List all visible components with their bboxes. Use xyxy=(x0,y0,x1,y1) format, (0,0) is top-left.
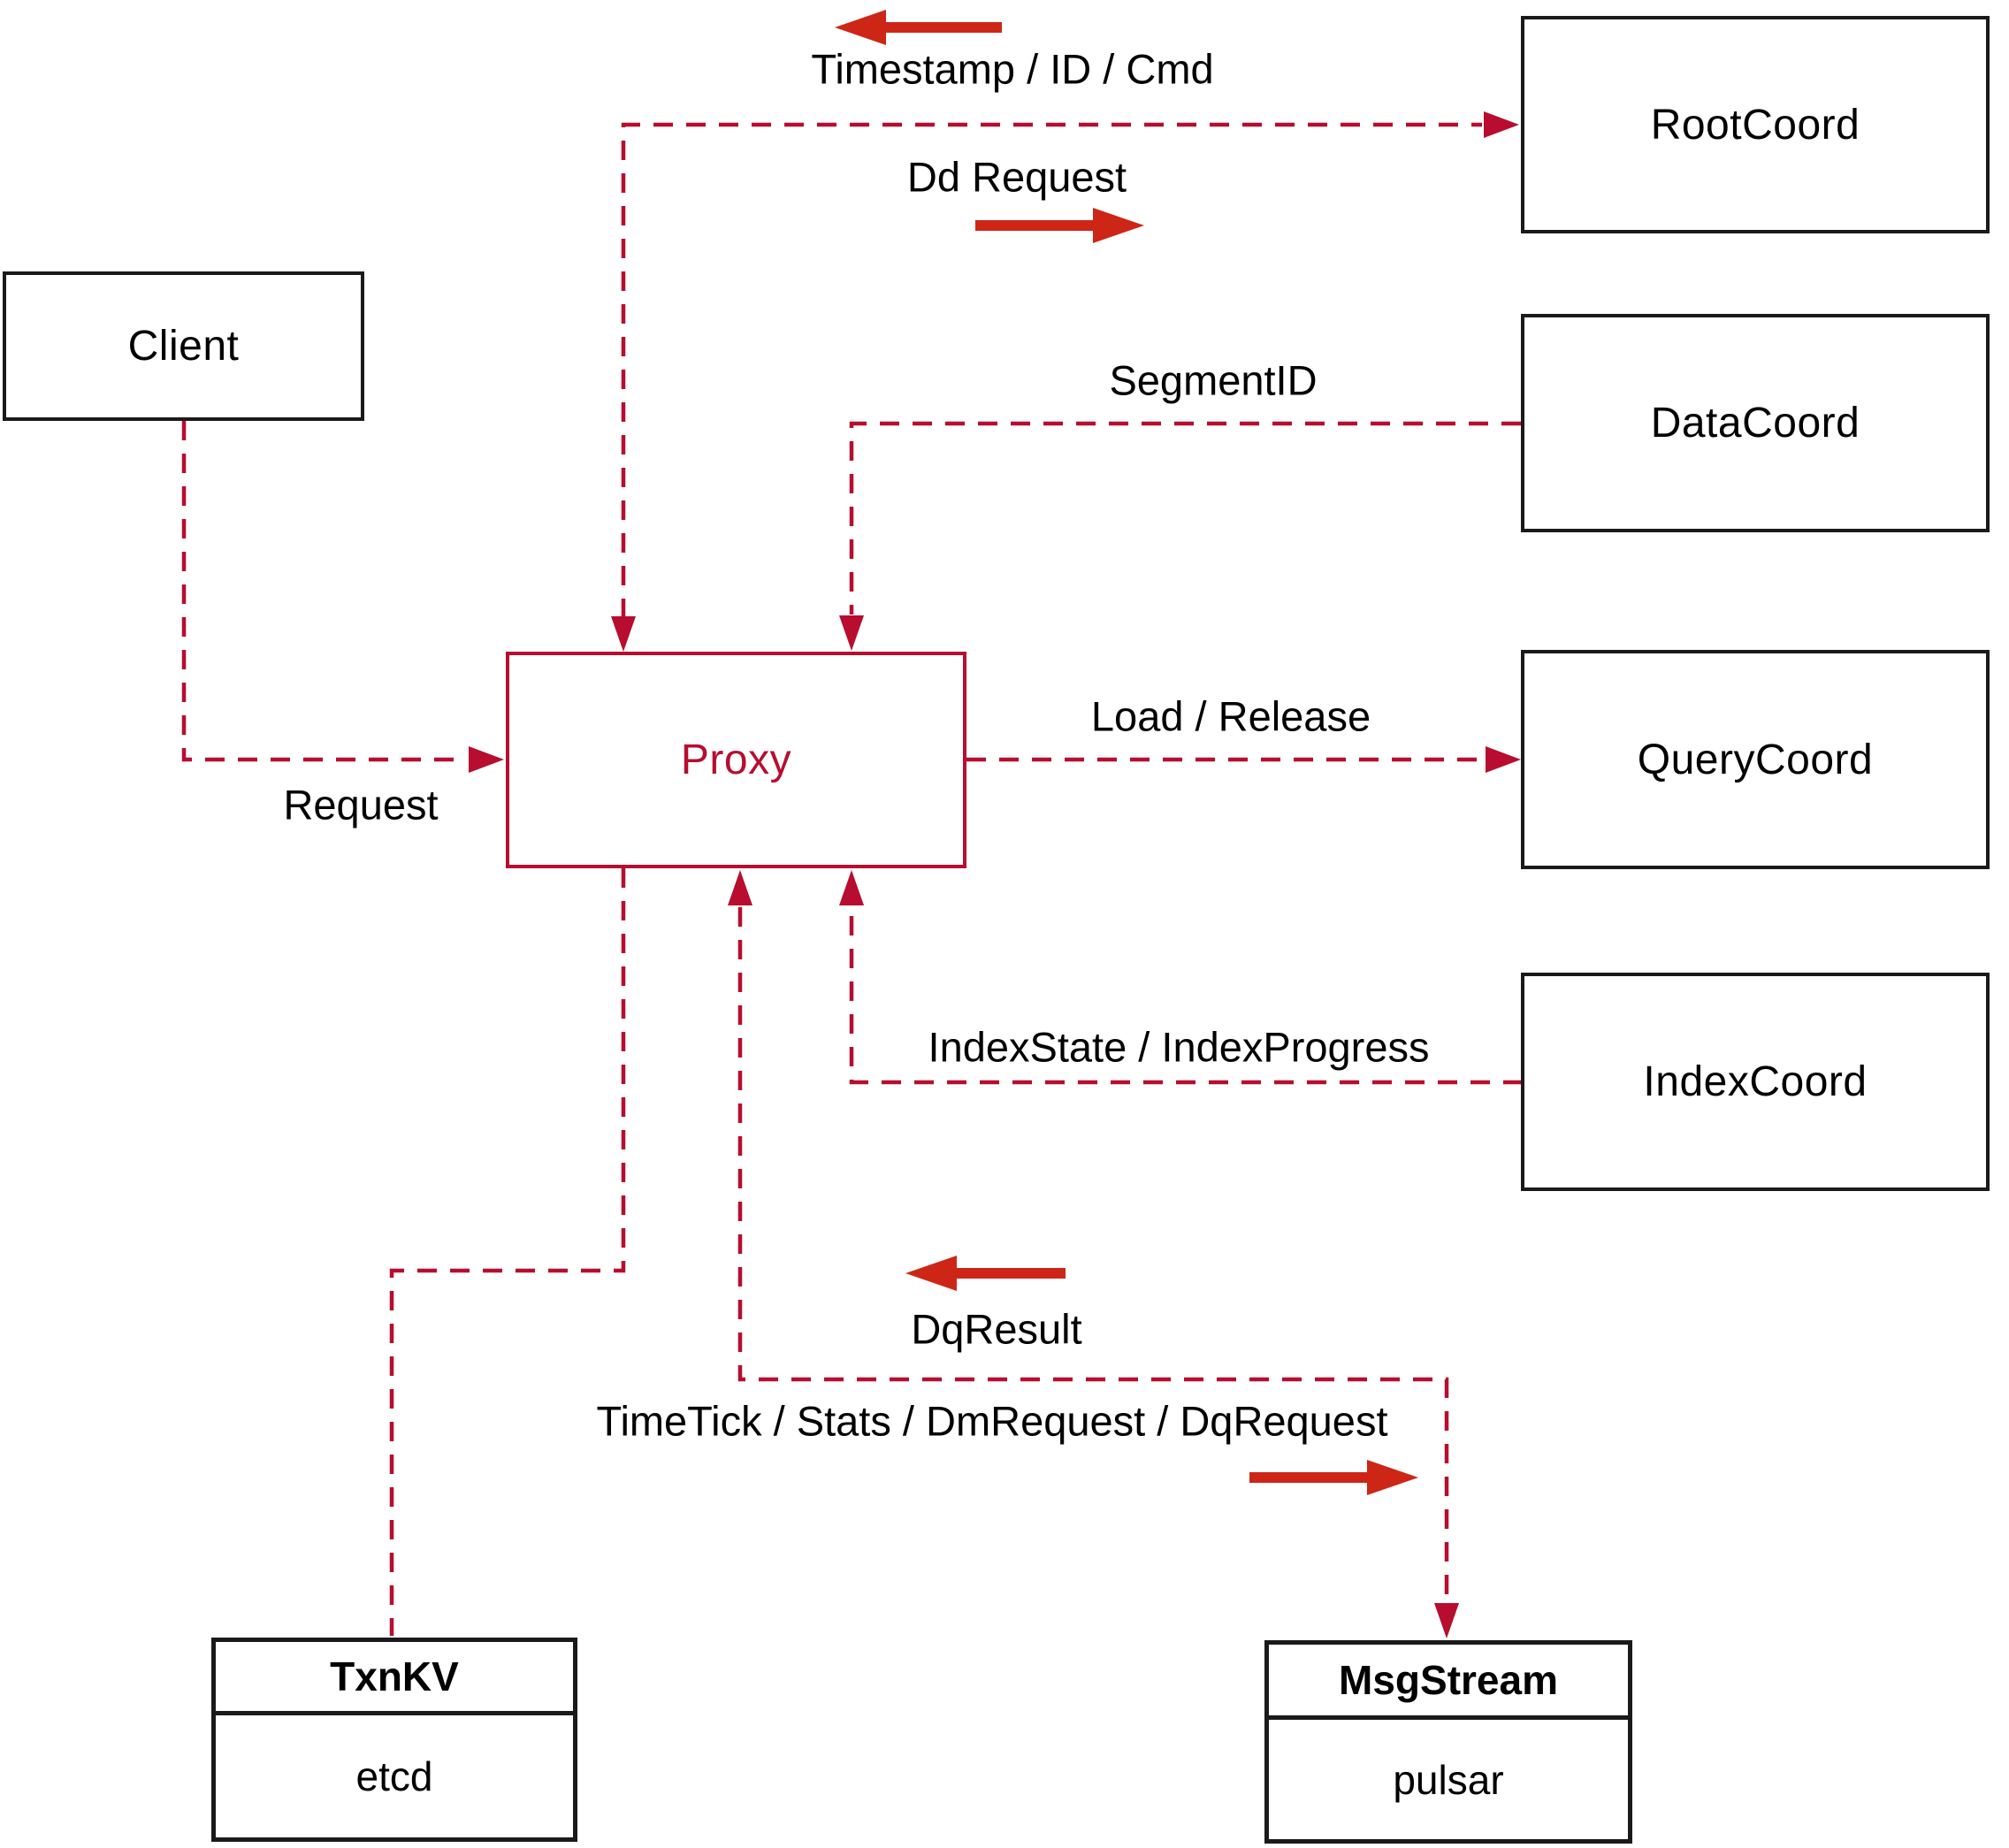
node-rootcoord-label: RootCoord xyxy=(1650,101,1860,149)
node-querycoord-label: QueryCoord xyxy=(1637,736,1874,783)
arrowhead-into-rootcoord xyxy=(1484,111,1519,138)
node-querycoord: QueryCoord xyxy=(1521,650,1990,869)
node-msgstream-subtitle: pulsar xyxy=(1393,1756,1504,1803)
direction-arrow-dqresult-left xyxy=(905,1256,1066,1291)
edge-label-request: Request xyxy=(283,781,439,829)
node-txnkv: TxnKV etcd xyxy=(211,1638,577,1842)
edge-label-dq-result: DqResult xyxy=(911,1305,1082,1353)
edge-label-segment-id: SegmentID xyxy=(1109,356,1318,404)
edge-proxy-txnkv xyxy=(389,868,626,1636)
edge-indexcoord-proxy xyxy=(849,907,1523,1085)
arrowhead-into-proxy-top-right xyxy=(839,615,864,651)
edge-label-dd-request: Dd Request xyxy=(906,153,1127,201)
direction-arrow-timestamp-left xyxy=(835,10,1002,45)
node-txnkv-subtitle: etcd xyxy=(355,1753,433,1799)
arrowhead-into-proxy-top-left xyxy=(611,616,636,652)
node-client-label: Client xyxy=(127,323,240,370)
node-msgstream: MsgStream pulsar xyxy=(1264,1640,1632,1844)
node-indexcoord: IndexCoord xyxy=(1521,973,1990,1191)
arrow-head xyxy=(835,10,886,45)
node-txnkv-title: TxnKV xyxy=(216,1642,573,1715)
arrowhead-into-proxy-left xyxy=(469,746,504,773)
node-proxy: Proxy xyxy=(506,652,966,868)
arrow-head xyxy=(905,1256,957,1291)
node-rootcoord: RootCoord xyxy=(1521,16,1990,233)
node-msgstream-title: MsgStream xyxy=(1269,1645,1628,1720)
edge-label-timestamp: Timestamp / ID / Cmd xyxy=(811,45,1214,93)
node-indexcoord-label: IndexCoord xyxy=(1643,1058,1868,1105)
node-datacoord-label: DataCoord xyxy=(1650,400,1860,447)
edge-label-index-state: IndexState / IndexProgress xyxy=(928,1023,1430,1071)
arrowhead-into-proxy-bottom-left xyxy=(728,870,752,905)
edge-proxy-rootcoord xyxy=(621,122,1482,618)
edge-client-proxy xyxy=(181,421,467,762)
edge-proxy-msgstream xyxy=(737,907,1449,1601)
node-proxy-label: Proxy xyxy=(680,737,792,783)
arrow-head xyxy=(1367,1460,1418,1495)
edge-datacoord-proxy xyxy=(849,421,1521,615)
direction-arrow-ddrequest-right xyxy=(975,208,1144,243)
edge-label-time-tick: TimeTick / Stats / DmRequest / DqRequest xyxy=(596,1397,1388,1445)
arrowhead-into-querycoord xyxy=(1486,746,1521,773)
arrowhead-into-proxy-bottom-right xyxy=(839,870,864,905)
node-datacoord: DataCoord xyxy=(1521,314,1990,532)
arrowhead-into-msgstream xyxy=(1434,1603,1459,1638)
edge-label-load-release: Load / Release xyxy=(1090,692,1371,740)
arrow-head xyxy=(1093,208,1144,243)
node-client: Client xyxy=(3,271,364,421)
direction-arrow-timetick-right xyxy=(1249,1460,1418,1495)
